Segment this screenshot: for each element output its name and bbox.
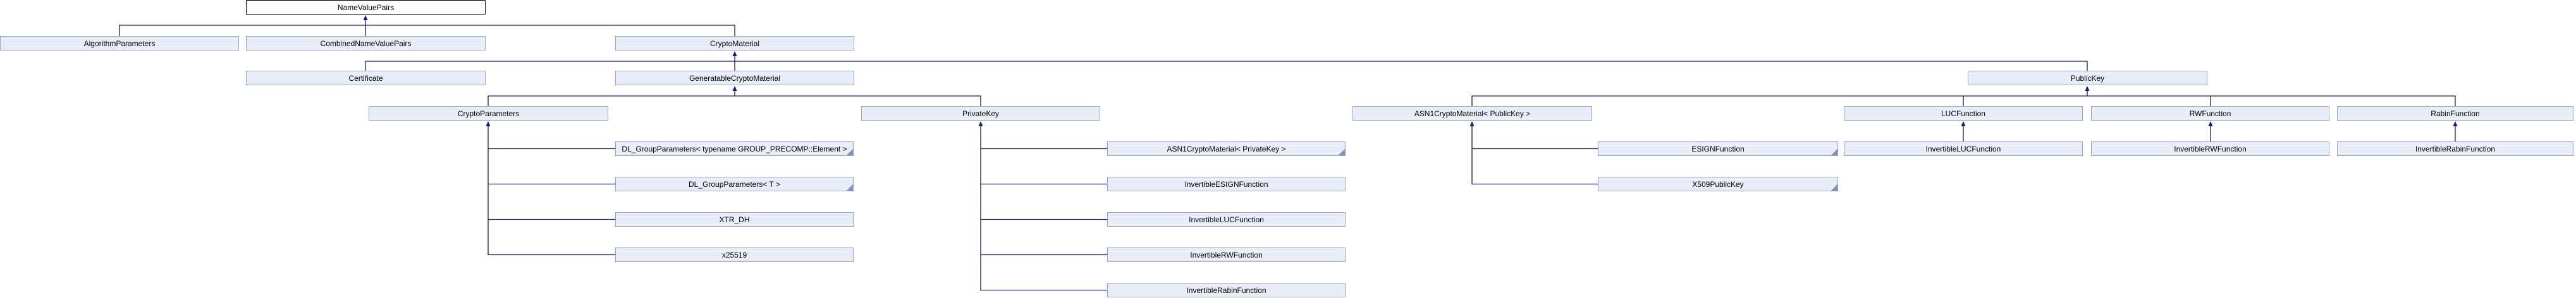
class-node-cryptomaterial[interactable]: CryptoMaterial	[615, 36, 854, 51]
more-subclasses-indicator-icon	[847, 149, 853, 155]
class-name-label: InvertibleLUCFunction	[1189, 215, 1264, 224]
arrowhead-icon	[363, 15, 368, 20]
class-node-algorithmparameters[interactable]: AlgorithmParameters	[0, 36, 239, 51]
class-node-x509publickey[interactable]: X509PublicKey	[1598, 177, 1838, 191]
class-name-label: AlgorithmParameters	[83, 39, 156, 48]
class-name-label: InvertibleRabinFunction	[2415, 144, 2496, 153]
class-node-combinednamevaluepairs[interactable]: CombinedNameValuePairs	[246, 36, 486, 51]
class-node-x25519[interactable]: x25519	[615, 247, 854, 262]
class-name-label: X509PublicKey	[1692, 179, 1744, 189]
class-name-label: InvertibleRabinFunction	[1186, 285, 1267, 295]
class-node-rabinfunction[interactable]: RabinFunction	[2337, 106, 2573, 121]
class-node-invertiblerabinfunction[interactable]: InvertibleRabinFunction	[1107, 283, 1346, 297]
arrowhead-icon	[732, 86, 737, 91]
class-name-label: LUCFunction	[1941, 109, 1986, 118]
class-name-label: InvertibleLUCFunction	[1925, 144, 2001, 153]
class-name-label: x25519	[721, 250, 747, 259]
inheritance-edge	[980, 126, 1107, 291]
class-name-label: GeneratableCryptoMaterial	[689, 73, 781, 83]
class-name-label: ASN1CryptoMaterial< PrivateKey >	[1167, 144, 1286, 153]
class-name-label: CryptoMaterial	[709, 39, 760, 48]
class-node-dl-groupparameters-t[interactable]: DL_GroupParameters< T >	[615, 177, 854, 191]
arrowhead-icon	[2453, 121, 2458, 126]
arrowhead-icon	[978, 121, 983, 126]
class-node-invertiblelucfunction[interactable]: InvertibleLUCFunction	[1107, 212, 1346, 227]
class-node-certificate[interactable]: Certificate	[246, 71, 486, 85]
class-node-asn1cryptomaterial-privatekey[interactable]: ASN1CryptoMaterial< PrivateKey >	[1107, 141, 1346, 156]
class-node-xtr-dh[interactable]: XTR_DH	[615, 212, 854, 227]
class-name-label: InvertibleRWFunction	[2174, 144, 2247, 153]
more-subclasses-indicator-icon	[1339, 149, 1345, 155]
class-node-lucfunction[interactable]: LUCFunction	[1844, 106, 2083, 121]
class-name-label: ASN1CryptoMaterial< PublicKey >	[1414, 109, 1531, 118]
arrowhead-icon	[2085, 86, 2090, 91]
class-node-invertiblerwfunction[interactable]: InvertibleRWFunction	[2091, 141, 2329, 156]
inheritance-edge	[1471, 126, 1598, 185]
class-name-label: XTR_DH	[719, 215, 750, 224]
class-node-invertibleesignfunction[interactable]: InvertibleESIGNFunction	[1107, 177, 1346, 191]
class-name-label: CryptoParameters	[457, 109, 520, 118]
class-name-label: ESIGNFunction	[1691, 144, 1745, 153]
arrowhead-icon	[732, 51, 737, 56]
class-name-label: Certificate	[348, 73, 383, 83]
class-name-label: PublicKey	[2070, 73, 2105, 83]
class-node-generatablecryptomaterial[interactable]: GeneratableCryptoMaterial	[615, 71, 854, 85]
class-node-rwfunction[interactable]: RWFunction	[2091, 106, 2329, 121]
class-node-publickey[interactable]: PublicKey	[1968, 71, 2207, 85]
class-node-namevaluepairs[interactable]: NameValuePairs	[246, 0, 486, 15]
class-name-label: InvertibleRWFunction	[1190, 250, 1263, 259]
inheritance-edge	[488, 126, 615, 256]
class-node-asn1cryptomaterial-publickey[interactable]: ASN1CryptoMaterial< PublicKey >	[1352, 106, 1592, 121]
class-node-privatekey[interactable]: PrivateKey	[861, 106, 1100, 121]
arrowhead-icon	[1961, 121, 1966, 126]
class-name-label: CombinedNameValuePairs	[320, 39, 412, 48]
more-subclasses-indicator-icon	[1831, 184, 1837, 191]
class-name-label: InvertibleESIGNFunction	[1184, 179, 1268, 189]
class-name-label: NameValuePairs	[337, 3, 395, 12]
class-name-label: DL_GroupParameters< T >	[689, 179, 780, 189]
class-node-invertiblerabinfunction[interactable]: InvertibleRabinFunction	[2337, 141, 2573, 156]
arrowhead-icon	[486, 121, 491, 126]
class-name-label: RabinFunction	[2431, 109, 2480, 118]
arrowhead-icon	[2208, 121, 2213, 126]
class-node-invertiblerwfunction[interactable]: InvertibleRWFunction	[1107, 247, 1346, 262]
class-name-label: DL_GroupParameters< typename GROUP_PRECO…	[622, 144, 847, 153]
class-node-dl-groupparameters-typename-group-precomp-element[interactable]: DL_GroupParameters< typename GROUP_PRECO…	[615, 141, 854, 156]
arrowhead-icon	[1469, 121, 1475, 126]
class-node-invertiblelucfunction[interactable]: InvertibleLUCFunction	[1844, 141, 2083, 156]
inheritance-edge	[488, 95, 981, 106]
inheritance-edge	[365, 61, 2088, 71]
class-node-esignfunction[interactable]: ESIGNFunction	[1598, 141, 1838, 156]
class-node-cryptoparameters[interactable]: CryptoParameters	[369, 106, 608, 121]
class-name-label: PrivateKey	[962, 109, 1000, 118]
class-name-label: RWFunction	[2189, 109, 2231, 118]
more-subclasses-indicator-icon	[847, 184, 853, 191]
inheritance-edge	[119, 25, 735, 36]
more-subclasses-indicator-icon	[1831, 149, 1837, 155]
